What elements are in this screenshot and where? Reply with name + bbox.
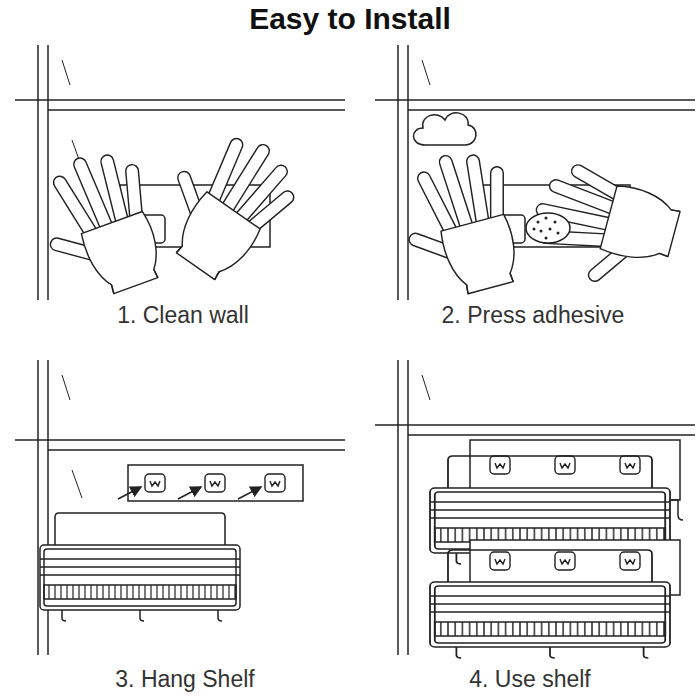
page-title: Easy to Install: [0, 2, 700, 36]
clean-wall-figure: [23, 112, 311, 309]
use-shelf-figure: [430, 440, 683, 658]
step-caption: 2. Press adhesive: [368, 302, 698, 329]
step-caption: 3. Hang Shelf: [10, 666, 360, 693]
step-caption: 1. Clean wall: [8, 302, 358, 329]
window-frame: [15, 45, 695, 655]
press-adhesive-figure: [388, 113, 685, 306]
step-caption: 4. Use shelf: [365, 666, 695, 693]
hang-shelf-figure: [40, 465, 303, 621]
